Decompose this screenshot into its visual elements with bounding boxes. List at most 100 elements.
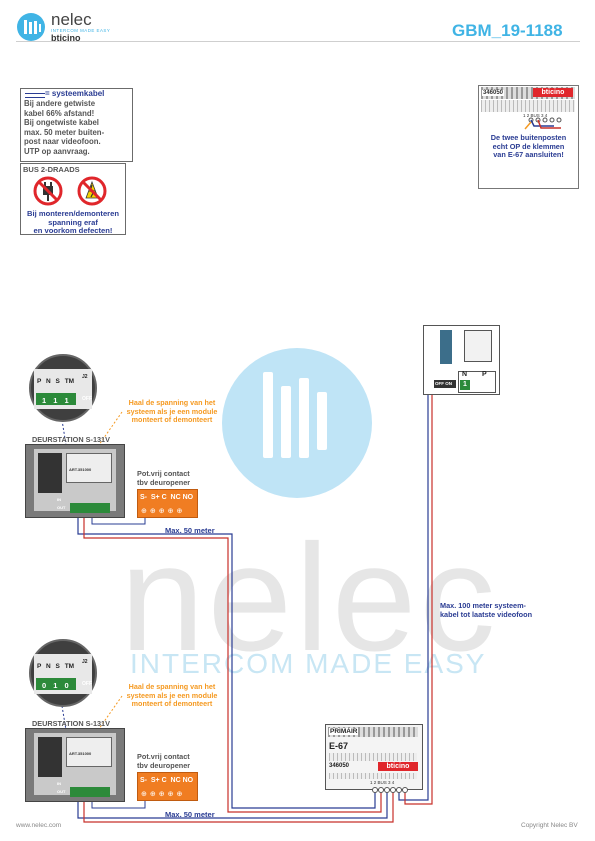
watermark-tagline: INTERCOM MADE EASY (130, 648, 487, 679)
warning-line: monteert of demonteert (131, 699, 213, 709)
terminal-label: S (55, 663, 60, 670)
top-module-note-line: van E-67 aansluiten! (493, 150, 564, 160)
distance-note-line: kabel tot laatste videofoon (440, 610, 533, 619)
relay-title-line: Pot.vrij contact (137, 469, 190, 478)
station-housing: ART.351000 IN OUT (25, 728, 125, 802)
station-camera (38, 453, 62, 493)
station-title: DEURSTATION S-131V (32, 435, 110, 444)
watermark-word: nelec (120, 513, 499, 683)
port-out: OUT (57, 505, 66, 510)
relay-module: S- S+ C NC NO ⊕⊕⊕⊕⊕ (137, 489, 198, 518)
bus-wire-blue (77, 514, 376, 809)
legend-box: = systeemkabel Bij andere getwiste kabel… (20, 88, 133, 162)
psu-primary-label: PRIMAIR (329, 728, 359, 735)
station-title: DEURSTATION S-131V (32, 719, 110, 728)
footer-copyright: Copyright Nelec BV (521, 822, 578, 829)
watermark-logo-circle (222, 348, 372, 498)
distance-note-line: Max. 100 meter systeem- (440, 601, 526, 610)
jumper-state: OFF (82, 396, 92, 402)
terminal-value: 0 (42, 681, 47, 690)
port-in: IN (57, 497, 61, 502)
footer-website: www.nelec.com (16, 822, 62, 829)
psu-code: 346050 (329, 763, 350, 769)
no-plug-icon (33, 176, 63, 206)
terminal-label: P (37, 663, 42, 670)
warning-line: Haal de spanning van het (128, 682, 216, 691)
nelec-logo-icon (17, 13, 45, 41)
psu-body-lower (329, 773, 417, 779)
relay-screws: ⊕⊕⊕⊕⊕ (141, 791, 186, 798)
videophone-terminal-strip (440, 330, 452, 364)
jumper-label: J2 (82, 659, 88, 665)
warning-line: systeem als je een module (126, 690, 218, 700)
psu-vent (328, 727, 418, 737)
watermark-logo-bars (263, 372, 327, 458)
bus-warning-line: spanning eraf (48, 217, 98, 227)
terminal-label: N (46, 663, 51, 670)
terminal-label: S (55, 378, 60, 385)
legend-line: Bij andere getwiste (24, 99, 96, 108)
top-module-note-line: De twee buitenposten (490, 133, 567, 142)
terminal-label: N (46, 378, 51, 385)
zoom-circle (29, 639, 97, 707)
terminal-value: 1 (53, 396, 58, 405)
bus-warning-line: en voorkom defecten! (33, 226, 113, 236)
relay-wire (91, 514, 146, 525)
port-in: IN (57, 781, 61, 786)
switch-label: OFF ON (435, 381, 452, 386)
top-module-note-line: echt OP de klemmen (492, 141, 565, 151)
brand-name: nelec (51, 10, 92, 29)
dip-label: N (462, 371, 468, 378)
station-module (66, 453, 112, 483)
terminal-value: 1 (42, 396, 47, 405)
bus-wire-blue (77, 790, 388, 819)
terminal-label: P (37, 378, 42, 385)
no-voltage-icon (77, 176, 107, 206)
jumper-state: OFF (82, 681, 92, 687)
port-out: OUT (57, 789, 66, 794)
module-body (481, 100, 575, 112)
top-module-code: 346050 (482, 90, 505, 96)
bus-wire-red (83, 790, 394, 823)
psu-screw-terminals (372, 787, 408, 793)
model-code: ART.351000 (69, 751, 92, 756)
legend-line: post naar videofoon. (24, 137, 101, 147)
relay-title-line: tbv deuropener (137, 760, 191, 770)
distance-label: Max. 50 meter (165, 526, 215, 535)
station-terminal-block (70, 503, 110, 513)
warning-line: monteert of demonteert (131, 415, 213, 425)
brand-sub: bticino (51, 33, 81, 43)
cable-label: = systeemkabel (45, 89, 105, 98)
relay-title-line: Pot.vrij contact (137, 752, 190, 761)
psu-brand: bticino (378, 762, 418, 771)
power-supply: PRIMAIR E-67 346050 bticino 1 2 BUS 3 4 (325, 724, 423, 790)
header-divider (16, 41, 580, 42)
distance-label: Max. 50 meter (165, 810, 215, 819)
top-module-terminals: 1 2 BUS 3 4 (523, 113, 548, 118)
psu-model: E-67 (329, 741, 349, 751)
terminal-label: TM (64, 663, 75, 670)
relay-terminals: S- S+ C NC NO (140, 494, 194, 501)
bus-box: BUS 2-DRAADS Bij monteren/demonteren spa… (20, 163, 126, 235)
station-housing: ART.351000 IN OUT (25, 444, 125, 518)
station-camera (38, 737, 62, 777)
psu-body (329, 753, 417, 761)
warning-line: Haal de spanning van het (128, 398, 216, 407)
jumper-label: J2 (82, 374, 88, 380)
top-module-brand: bticino (533, 88, 573, 97)
top-module-detail: 346050 bticino 1 2 BUS 3 4 De twee buite… (478, 85, 579, 189)
bus-warning-line: Bij monteren/demonteren (27, 209, 119, 218)
relay-module: S- S+ C NC NO ⊕⊕⊕⊕⊕ (137, 772, 198, 801)
brand-tagline: INTERCOM MADE EASY (51, 28, 111, 33)
dip-value: 1 (460, 380, 470, 390)
relay-title-line: tbv deuropener (137, 477, 191, 487)
warning-line: systeem als je een module (126, 406, 218, 416)
legend-line: kabel 66% afstand! (24, 108, 95, 118)
terminal-value: 0 (64, 681, 69, 690)
videophone-screen (464, 330, 492, 362)
relay-terminals: S- S+ C NC NO (140, 777, 194, 784)
legend-line: Bij ongetwiste kabel (24, 118, 99, 128)
dip-label: P (482, 371, 487, 378)
bus-title: BUS 2-DRAADS (23, 165, 80, 174)
